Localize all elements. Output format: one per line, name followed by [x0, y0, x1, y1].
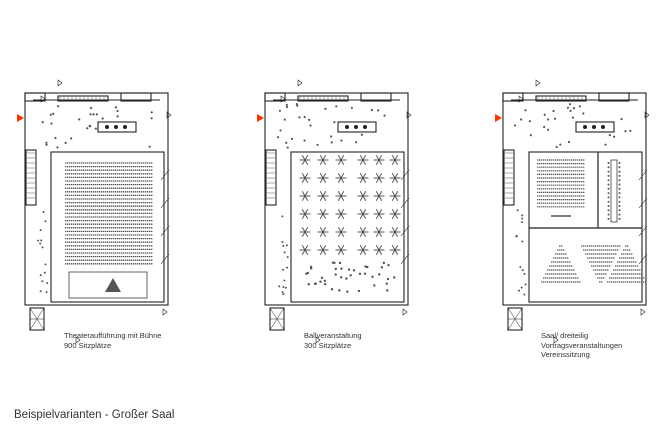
caption-line: Theateraufführung mit Bühne: [64, 331, 162, 340]
caption-line: Vereinssitzung: [541, 350, 590, 359]
floor-plan-1: [17, 79, 172, 344]
page-title: Beispielvarianten - Großer Saal: [14, 409, 175, 421]
floor-plan-2: [257, 79, 412, 344]
caption-line: Saal/ dreiteilig: [541, 331, 589, 340]
caption-plan-3: Saal/ dreiteilig Vortragsveranstaltungen…: [541, 331, 622, 360]
floor-plan-3: [495, 79, 650, 344]
caption-line: 900 Sitzplätze: [64, 340, 112, 350]
caption-plan-1: Theateraufführung mit Bühne 900 Sitzplät…: [64, 331, 161, 350]
caption-line: 300 Sitzplätze: [304, 340, 352, 350]
caption-line: Vortragsveranstaltungen: [541, 340, 623, 350]
caption-line: Ballveranstaltung: [304, 331, 362, 340]
caption-plan-2: Ballveranstaltung 300 Sitzplätze: [304, 331, 362, 350]
